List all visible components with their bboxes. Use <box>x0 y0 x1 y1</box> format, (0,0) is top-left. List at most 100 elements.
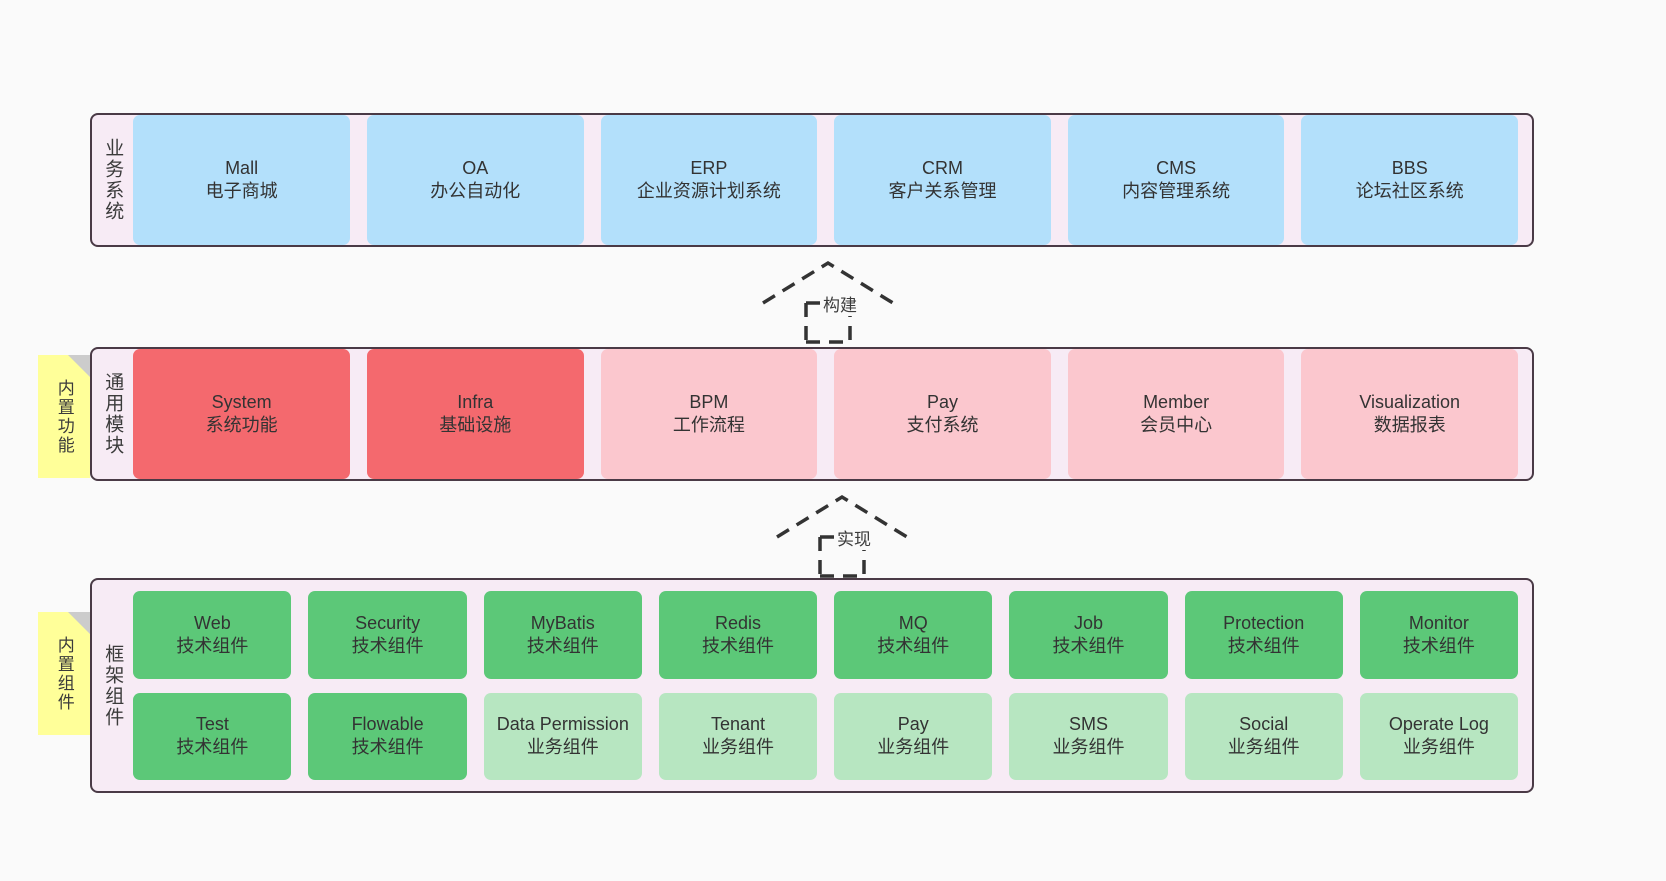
note-fold-icon <box>68 355 90 377</box>
cell-subtitle: 会员中心 <box>1140 415 1213 435</box>
layer-framework-component: 框架组件 Web 技术组件 Security 技术组件 MyBatis 技术组件… <box>90 578 1534 793</box>
cell-redis[interactable]: Redis 技术组件 <box>658 591 818 679</box>
cell-title: OA <box>462 157 489 178</box>
cell-title: Mall <box>225 157 259 178</box>
cell-cms[interactable]: CMS 内容管理系统 <box>1067 115 1285 245</box>
cell-subtitle: 系统功能 <box>205 415 278 435</box>
cell-subtitle: 技术组件 <box>1402 635 1475 656</box>
cell-subtitle: 技术组件 <box>1227 635 1300 656</box>
cell-subtitle: 支付系统 <box>906 415 979 435</box>
cell-subtitle: 业务组件 <box>1227 737 1300 758</box>
cell-social[interactable]: Social 业务组件 <box>1184 692 1343 780</box>
cell-subtitle: 业务组件 <box>1052 737 1125 758</box>
cell-subtitle: 技术组件 <box>176 737 249 758</box>
cell-data-permission[interactable]: Data Permission 业务组件 <box>483 692 642 780</box>
sticky-note-label: 内置组件 <box>54 635 74 712</box>
cell-title: Tenant <box>711 714 766 735</box>
sticky-note-builtin-function: 内置功能 <box>38 355 90 478</box>
cell-row: Test 技术组件 Flowable 技术组件 Data Permission … <box>133 692 1519 780</box>
cell-title: Job <box>1073 612 1103 633</box>
cell-mq[interactable]: MQ 技术组件 <box>834 591 993 679</box>
cell-subtitle: 业务组件 <box>877 737 950 758</box>
cell-visualization[interactable]: Visualization 数据报表 <box>1301 349 1519 479</box>
cell-member[interactable]: Member 会员中心 <box>1067 349 1285 479</box>
cell-subtitle: 电子商城 <box>205 181 278 201</box>
cell-subtitle: 工作流程 <box>672 415 745 435</box>
cell-tenant[interactable]: Tenant 业务组件 <box>658 692 818 780</box>
cell-erp[interactable]: ERP 企业资源计划系统 <box>600 115 818 245</box>
cell-job[interactable]: Job 技术组件 <box>1009 591 1168 679</box>
note-fold-icon <box>68 612 90 634</box>
cell-title: BBS <box>1391 157 1428 178</box>
cell-title: SMS <box>1068 714 1108 735</box>
cell-security[interactable]: Security 技术组件 <box>308 591 467 679</box>
cell-test[interactable]: Test 技术组件 <box>133 692 292 780</box>
layer-body-common-module: System 系统功能 Infra 基础设施 BPM 工作流程 Pay 支付系统… <box>129 349 1532 479</box>
cell-title: Test <box>195 714 229 735</box>
cell-mall[interactable]: Mall 电子商城 <box>133 115 350 245</box>
cell-subtitle: 技术组件 <box>702 635 775 656</box>
cell-title: MQ <box>898 612 928 633</box>
connector-implement-label: 实现 <box>834 525 874 550</box>
cell-title: BPM <box>689 391 729 412</box>
cell-title: Flowable <box>351 714 424 735</box>
cell-title: Monitor <box>1408 612 1469 633</box>
cell-oa[interactable]: OA 办公自动化 <box>366 115 584 245</box>
cell-subtitle: 技术组件 <box>877 635 950 656</box>
cell-subtitle: 业务组件 <box>1402 737 1475 758</box>
cell-row: Mall 电子商城 OA 办公自动化 ERP 企业资源计划系统 CRM 客户关系… <box>133 115 1519 245</box>
cell-title: Security <box>355 612 421 633</box>
connector-implement: 实现 <box>772 492 912 578</box>
cell-title: Redis <box>715 612 762 633</box>
cell-row: System 系统功能 Infra 基础设施 BPM 工作流程 Pay 支付系统… <box>133 349 1519 479</box>
cell-title: Web <box>194 612 231 633</box>
cell-subtitle: 技术组件 <box>176 635 249 656</box>
layer-title-framework-component: 框架组件 <box>102 643 124 728</box>
sticky-note-builtin-component: 内置组件 <box>38 612 90 735</box>
cell-title: Data Permission <box>496 714 629 735</box>
cell-subtitle: 技术组件 <box>1052 635 1125 656</box>
cell-pay-module[interactable]: Pay 支付系统 <box>834 349 1051 479</box>
layer-body-framework-component: Web 技术组件 Security 技术组件 MyBatis 技术组件 Redi… <box>129 580 1532 791</box>
cell-title: Infra <box>457 391 494 412</box>
cell-subtitle: 技术组件 <box>351 737 424 758</box>
cell-subtitle: 基础设施 <box>439 415 512 435</box>
cell-title: MyBatis <box>530 612 595 633</box>
cell-title: CRM <box>921 157 963 178</box>
cell-title: ERP <box>690 157 728 178</box>
connector-build: 构建 <box>758 258 898 344</box>
cell-bpm[interactable]: BPM 工作流程 <box>600 349 818 479</box>
cell-bbs[interactable]: BBS 论坛社区系统 <box>1301 115 1519 245</box>
cell-protection[interactable]: Protection 技术组件 <box>1184 591 1343 679</box>
cell-subtitle: 企业资源计划系统 <box>636 181 781 201</box>
cell-infra[interactable]: Infra 基础设施 <box>366 349 584 479</box>
cell-mybatis[interactable]: MyBatis 技术组件 <box>483 591 642 679</box>
cell-system[interactable]: System 系统功能 <box>133 349 350 479</box>
cell-operate-log[interactable]: Operate Log 业务组件 <box>1359 692 1519 780</box>
layer-common-module: 通用模块 System 系统功能 Infra 基础设施 BPM 工作流程 Pay… <box>90 347 1534 481</box>
cell-web[interactable]: Web 技术组件 <box>133 591 292 679</box>
cell-sms[interactable]: SMS 业务组件 <box>1009 692 1168 780</box>
cell-pay-component[interactable]: Pay 业务组件 <box>834 692 993 780</box>
layer-title-common-module: 通用模块 <box>102 372 124 456</box>
cell-row: Web 技术组件 Security 技术组件 MyBatis 技术组件 Redi… <box>133 591 1519 679</box>
layer-title-business-system: 业务系统 <box>102 138 124 222</box>
cell-subtitle: 办公自动化 <box>430 181 521 201</box>
cell-subtitle: 业务组件 <box>702 737 775 758</box>
realization-triangle <box>776 494 908 539</box>
cell-title: System <box>211 391 272 412</box>
cell-title: Protection <box>1223 612 1305 633</box>
cell-title: Social <box>1239 714 1289 735</box>
cell-title: Pay <box>926 391 958 412</box>
layer-body-business-system: Mall 电子商城 OA 办公自动化 ERP 企业资源计划系统 CRM 客户关系… <box>129 115 1532 245</box>
cell-title: Pay <box>897 714 929 735</box>
cell-crm[interactable]: CRM 客户关系管理 <box>834 115 1051 245</box>
connector-build-label: 构建 <box>820 291 860 316</box>
cell-subtitle: 业务组件 <box>526 737 599 758</box>
cell-flowable[interactable]: Flowable 技术组件 <box>308 692 467 780</box>
cell-title: CMS <box>1156 157 1197 178</box>
cell-subtitle: 技术组件 <box>526 635 599 656</box>
cell-subtitle: 技术组件 <box>351 635 424 656</box>
cell-monitor[interactable]: Monitor 技术组件 <box>1359 591 1519 679</box>
sticky-note-label: 内置功能 <box>54 378 74 455</box>
